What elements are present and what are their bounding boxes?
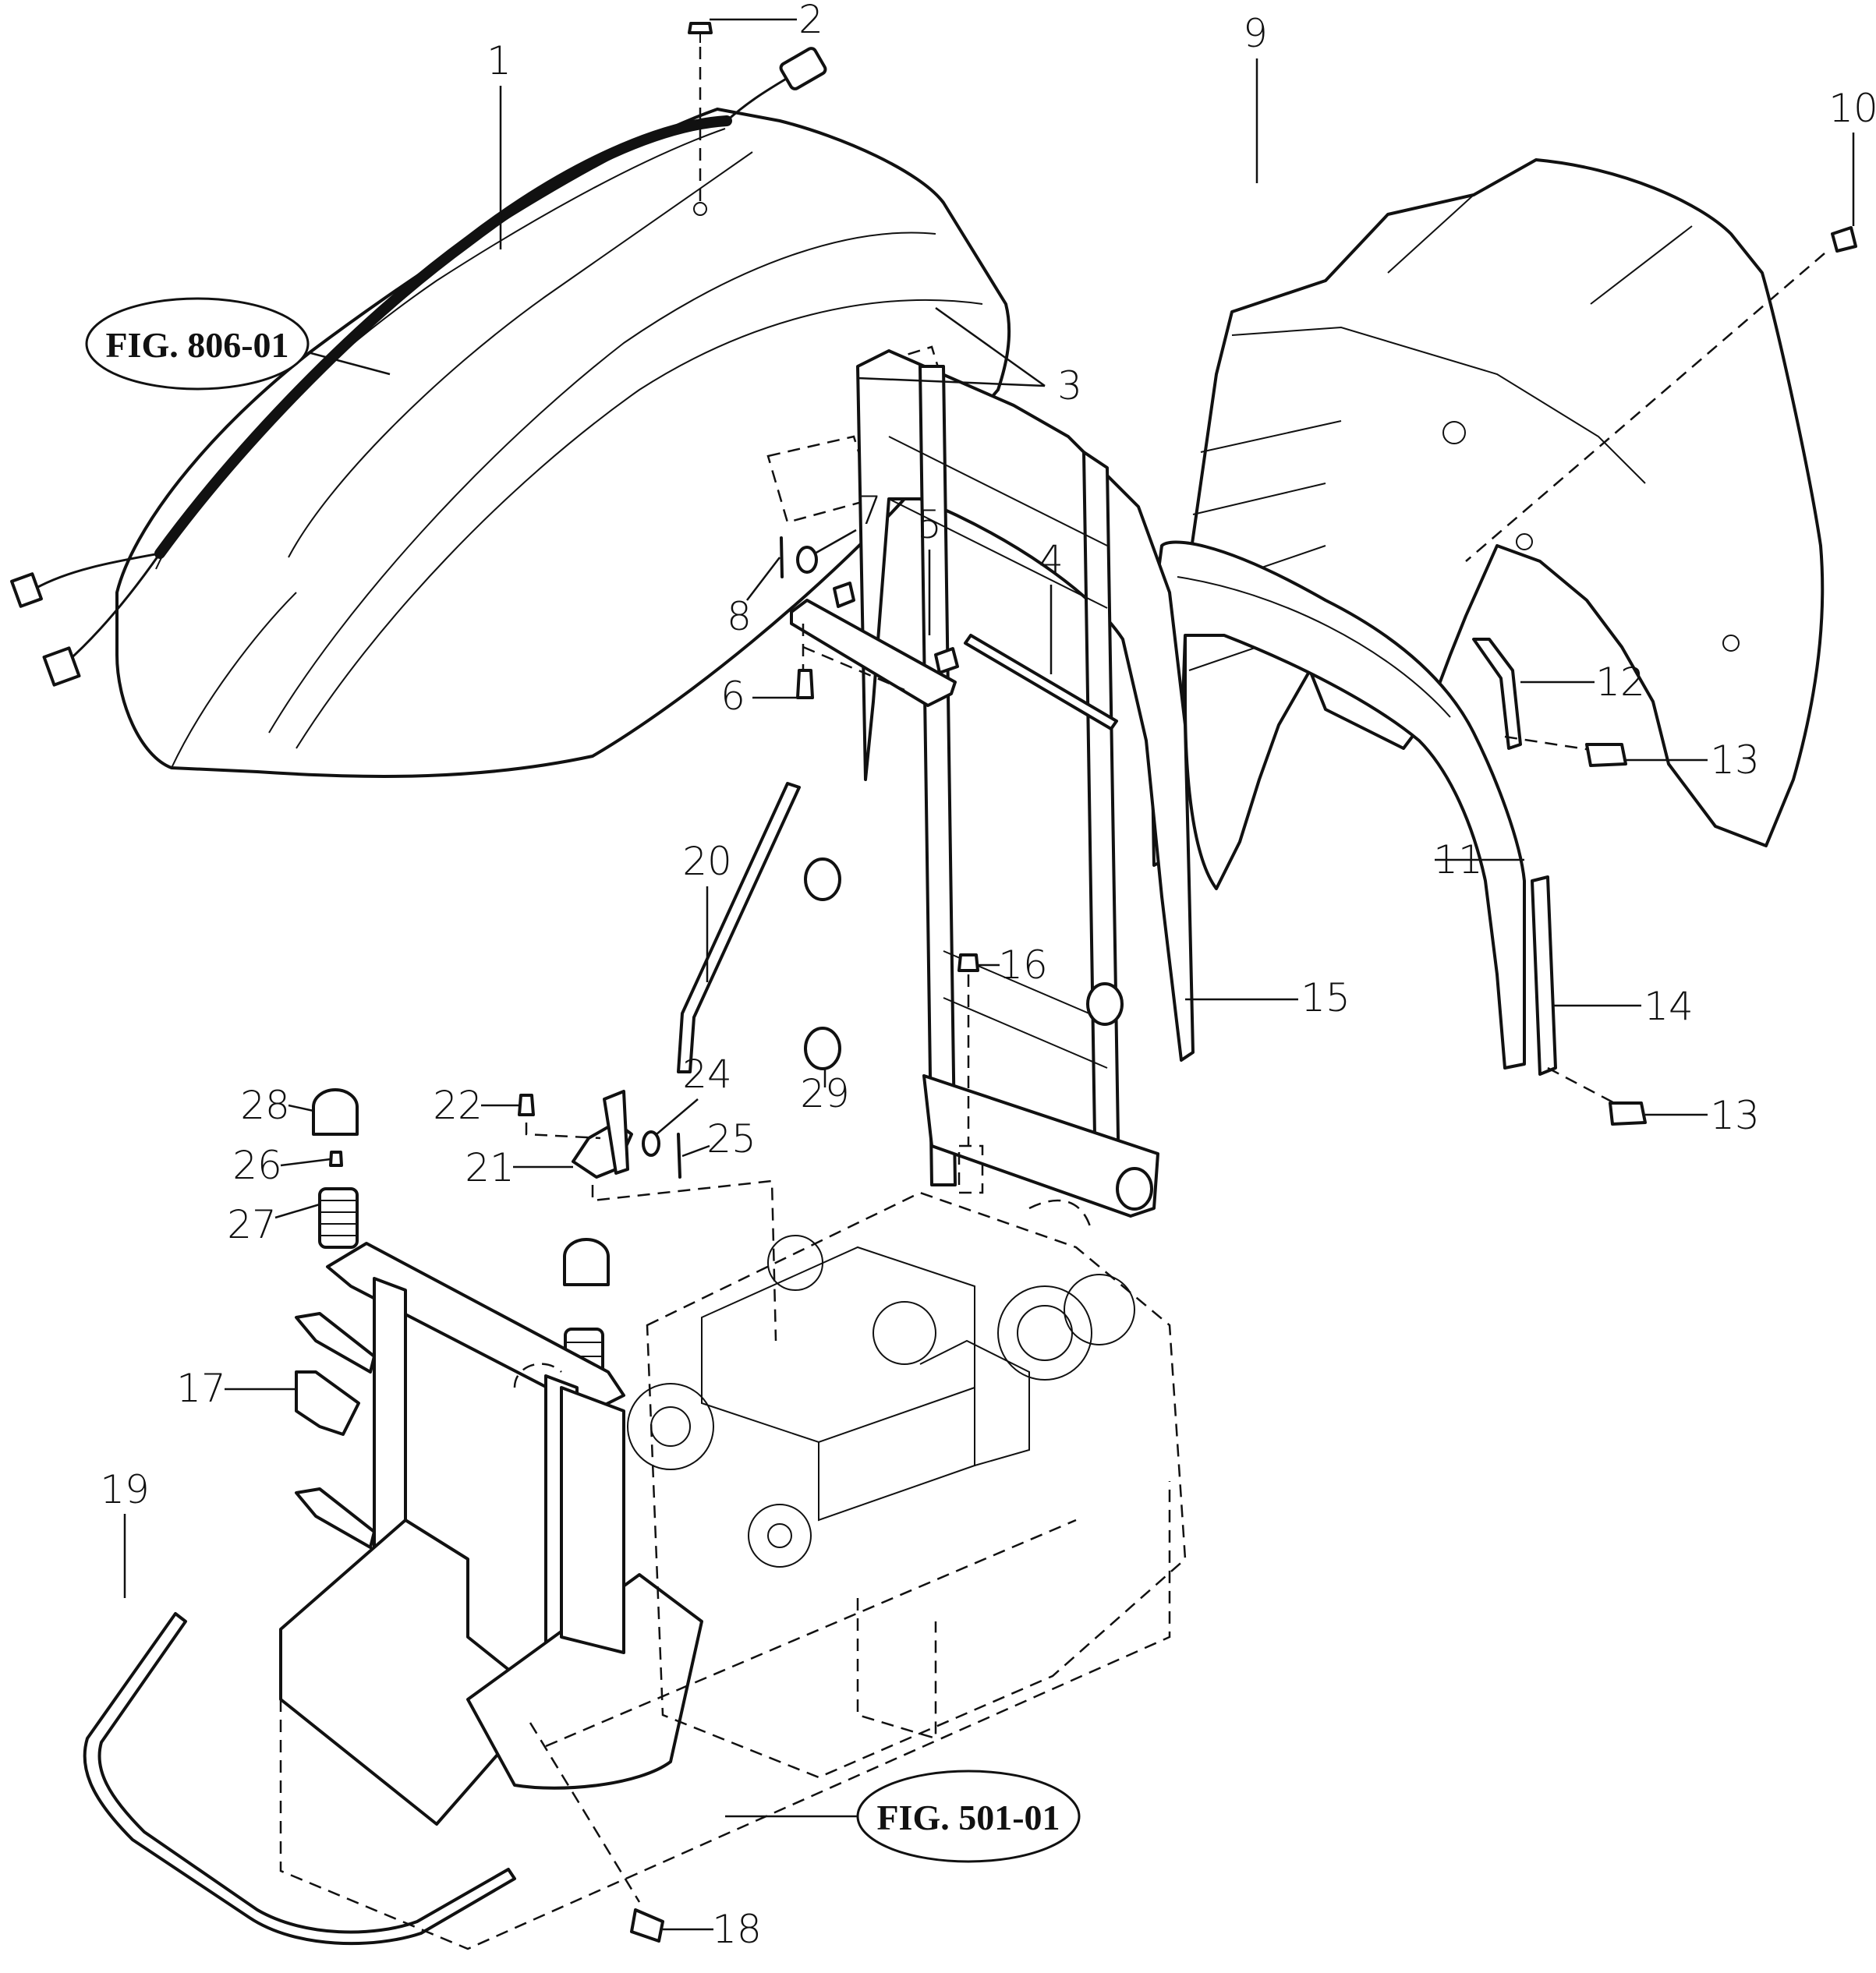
callout-13: 13 [1710, 1093, 1760, 1138]
callout-24: 24 [682, 1052, 732, 1097]
figure-reference-806-01[interactable]: FIG. 806-01 [85, 297, 391, 391]
bushing-part-29 [804, 1027, 841, 1070]
rod-part-4 [964, 634, 1118, 730]
pin-part-8 [780, 536, 784, 578]
callout-22: 22 [433, 1083, 483, 1128]
callouts: 1 2 3 4 5 6 7 8 9 10 11 12 [100, 0, 1876, 1952]
bolt-part-26 [329, 1151, 343, 1167]
figure-reference-label: FIG. 501-01 [876, 1798, 1060, 1837]
callout-2: 2 [798, 0, 823, 42]
callout-5: 5 [917, 502, 942, 547]
callout-17: 17 [176, 1366, 226, 1411]
bolt-part-16 [957, 953, 979, 972]
callout-21: 21 [465, 1145, 515, 1190]
callout-13: 13 [1710, 737, 1760, 783]
callout-4: 4 [1039, 537, 1064, 582]
strip-part-14 [1531, 875, 1557, 1076]
callout-18: 18 [712, 1907, 762, 1952]
callout-6: 6 [720, 674, 745, 719]
callout-12: 12 [1595, 659, 1645, 705]
callout-7: 7 [857, 488, 882, 533]
side-cover-part-9 [1184, 158, 1857, 890]
callout-20: 20 [682, 839, 732, 884]
callout-28: 28 [240, 1083, 290, 1128]
spring-part-27 [318, 1187, 359, 1249]
bolt-part-22 [518, 1094, 535, 1116]
hood-part-1 [10, 22, 1011, 778]
figure-reference-501-01[interactable]: FIG. 501-01 [725, 1770, 1081, 1863]
callout-27: 27 [227, 1202, 277, 1247]
callout-3: 3 [1057, 363, 1082, 408]
callout-25: 25 [706, 1116, 756, 1162]
pin-part-25 [677, 1133, 681, 1179]
callout-15: 15 [1301, 975, 1350, 1020]
bolt-part-6 [796, 669, 814, 699]
bumper-part-19 [83, 1612, 516, 1946]
frame-arch-part-11 [1149, 540, 1526, 1070]
figure-reference-label: FIG. 806-01 [105, 325, 288, 365]
callout-16: 16 [998, 942, 1048, 988]
plug-part-2 [688, 22, 713, 34]
engine-phantom [279, 1144, 1187, 1950]
callout-26: 26 [232, 1143, 282, 1188]
support-frame-part-17 [279, 1242, 703, 1826]
callout-9: 9 [1243, 11, 1268, 56]
bolt-part-13-upper [1585, 743, 1627, 767]
plug-connector-icon [779, 47, 827, 90]
connector-icon [10, 572, 43, 608]
callout-19: 19 [100, 1467, 150, 1512]
callout-8: 8 [727, 594, 752, 639]
bushing-icon [1086, 982, 1124, 1026]
callout-1: 1 [487, 38, 511, 83]
callout-14: 14 [1644, 984, 1694, 1029]
bracket-part-12 [1472, 638, 1522, 750]
bolt-part-10 [1831, 226, 1857, 253]
washer-part-24 [642, 1130, 660, 1157]
bushing-icon [1116, 1167, 1153, 1211]
connector-icon [42, 646, 81, 687]
rod-part-20 [677, 782, 801, 1073]
radiator-frame-part-15 [804, 349, 1195, 1218]
hinge-bracket-part-5 [780, 536, 959, 707]
bolt-part-18 [630, 1908, 664, 1943]
callout-10: 10 [1828, 86, 1876, 131]
bolt-part-13-lower [1609, 1101, 1647, 1126]
bracket-assembly-part-21 [518, 1090, 777, 1342]
washer-part-7 [796, 546, 818, 574]
bushing-icon [804, 857, 841, 901]
